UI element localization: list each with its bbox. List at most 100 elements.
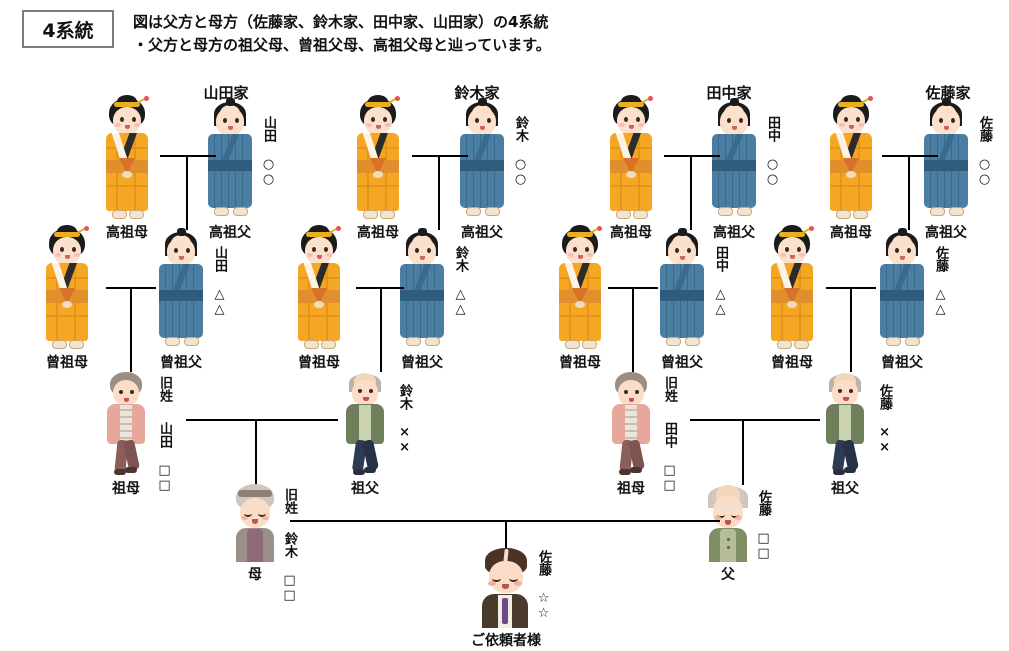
modern-woman-figure bbox=[605, 372, 657, 476]
person-name-tanaka-sankaku: 田中 △△ bbox=[713, 246, 729, 317]
person-name-yamada-maru: 山田 ○○ bbox=[261, 116, 277, 187]
person-client: ご依頼者様 佐藤 ☆☆ bbox=[471, 548, 551, 649]
person-name-yamada-sankaku: 山田 △△ bbox=[212, 246, 228, 317]
maiden-name-label: 旧姓 bbox=[282, 488, 298, 514]
person-name-yamada-shikaku: 山田 □□ bbox=[157, 422, 173, 493]
edo-man-figure bbox=[919, 98, 973, 220]
person-label: 曾祖母 bbox=[771, 355, 813, 371]
person-label: 曾祖母 bbox=[559, 355, 601, 371]
descent-line-suzuki-g3 bbox=[380, 287, 382, 372]
descent-line-tanaka-g3 bbox=[632, 287, 634, 372]
person-label: 父 bbox=[721, 567, 735, 583]
person-mother: 母 旧姓 鈴木 □□ bbox=[227, 484, 297, 603]
person-label: 高祖父 bbox=[713, 225, 755, 241]
edo-man-figure bbox=[154, 228, 208, 350]
marriage-line-suzuki-g4 bbox=[412, 155, 468, 157]
person-label: 高祖父 bbox=[461, 225, 503, 241]
person-sato-sosofu: 曾祖父 佐藤 △△ bbox=[875, 228, 948, 371]
person-tanaka-kousobo: 高祖母 bbox=[604, 95, 658, 241]
mother-bust-figure bbox=[227, 484, 283, 562]
person-label: 曾祖父 bbox=[881, 355, 923, 371]
person-sato-sosobo: 曾祖母 bbox=[765, 225, 819, 371]
description-line-2: ・父方と母方の祖父母、曾祖父母、高祖父母と辿っています。 bbox=[133, 36, 551, 55]
family-title-suzuki: 鈴木家 bbox=[454, 84, 500, 102]
description-line-1: 図は父方と母方（佐藤家、鈴木家、田中家、山田家）の4系統 bbox=[133, 13, 549, 31]
series-count-label: 4系統 bbox=[42, 19, 94, 42]
person-yamada-kousobo: 高祖母 bbox=[100, 95, 154, 241]
diagram-description: 図は父方と母方（佐藤家、鈴木家、田中家、山田家）の4系統 ・父方と母方の祖父母、… bbox=[133, 11, 693, 58]
descent-line-maternal-g2 bbox=[255, 419, 257, 485]
family-title-sato: 佐藤家 bbox=[925, 84, 971, 102]
edo-man-figure bbox=[455, 98, 509, 220]
person-suzuki-kousofu: 高祖父 鈴木 ○○ bbox=[455, 98, 528, 241]
maiden-name-label: 旧姓 bbox=[157, 376, 173, 402]
person-label: 高祖母 bbox=[610, 225, 652, 241]
person-sato-kousofu: 高祖父 佐藤 ○○ bbox=[919, 98, 992, 241]
maiden-name-label: 旧姓 bbox=[662, 376, 678, 402]
person-paternal-sofu: 祖父 佐藤 ×× bbox=[819, 372, 892, 497]
descent-line-sato-g3 bbox=[850, 287, 852, 372]
family-title-tanaka: 田中家 bbox=[706, 84, 752, 102]
edo-woman-figure bbox=[351, 95, 405, 220]
person-yamada-kousofu: 高祖父 山田 ○○ bbox=[203, 98, 276, 241]
person-label: 祖父 bbox=[831, 481, 859, 497]
person-name-sato-shikaku: 佐藤 □□ bbox=[756, 490, 772, 561]
modern-man-figure bbox=[819, 372, 871, 476]
edo-woman-figure bbox=[604, 95, 658, 220]
edo-man-figure bbox=[707, 98, 761, 220]
person-label: 祖母 bbox=[617, 481, 645, 497]
person-name-suzuki-shikaku: 鈴木 □□ bbox=[282, 532, 298, 603]
person-maternal-sobo: 祖母 旧姓 山田 □□ bbox=[100, 372, 172, 497]
series-count-badge: 4系統 bbox=[22, 10, 114, 48]
person-maternal-sofu: 祖父 鈴木 ×× bbox=[339, 372, 412, 497]
edo-woman-figure bbox=[100, 95, 154, 220]
descent-line-sato-g4 bbox=[908, 155, 910, 230]
person-name-sato-batsu: 佐藤 ×× bbox=[877, 384, 893, 455]
marriage-line-tanaka-g4 bbox=[664, 155, 720, 157]
person-suzuki-kousobo: 高祖母 bbox=[351, 95, 405, 241]
person-label: 曾祖父 bbox=[661, 355, 703, 371]
person-name-tanaka-shikaku: 田中 □□ bbox=[662, 422, 678, 493]
edo-woman-figure bbox=[553, 225, 607, 350]
marriage-line-maternal-g2 bbox=[186, 419, 338, 421]
person-name-sato-sankaku: 佐藤 △△ bbox=[933, 246, 949, 317]
person-tanaka-kousofu: 高祖父 田中 ○○ bbox=[707, 98, 780, 241]
descent-line-paternal-g2 bbox=[742, 419, 744, 485]
person-label: 祖父 bbox=[351, 481, 379, 497]
descent-line-yamada-g4 bbox=[186, 155, 188, 230]
edo-man-figure bbox=[655, 228, 709, 350]
marriage-line-paternal-g2 bbox=[690, 419, 820, 421]
client-bust-figure bbox=[476, 548, 536, 628]
family-title-yamada: 山田家 bbox=[203, 84, 249, 102]
person-name-suzuki-maru: 鈴木 ○○ bbox=[513, 116, 529, 187]
person-label: 母 bbox=[248, 567, 262, 583]
marriage-line-yamada-g4 bbox=[160, 155, 216, 157]
person-yamada-sosobo: 曾祖母 bbox=[40, 225, 94, 371]
edo-woman-figure bbox=[40, 225, 94, 350]
person-label: 高祖父 bbox=[925, 225, 967, 241]
edo-woman-figure bbox=[765, 225, 819, 350]
person-suzuki-sosofu: 曾祖父 鈴木 △△ bbox=[395, 228, 468, 371]
person-father: 父 佐藤 □□ bbox=[700, 484, 771, 583]
person-label: 高祖母 bbox=[357, 225, 399, 241]
person-tanaka-sosofu: 曾祖父 田中 △△ bbox=[655, 228, 728, 371]
descent-line-tanaka-g4 bbox=[690, 155, 692, 230]
person-label: 曾祖母 bbox=[298, 355, 340, 371]
person-label: ご依頼者様 bbox=[471, 633, 541, 649]
person-label: 高祖父 bbox=[209, 225, 251, 241]
person-name-suzuki-batsu: 鈴木 ×× bbox=[397, 384, 413, 455]
descent-line-suzuki-g4 bbox=[438, 155, 440, 230]
person-label: 高祖母 bbox=[106, 225, 148, 241]
edo-man-figure bbox=[395, 228, 449, 350]
person-label: 高祖母 bbox=[830, 225, 872, 241]
person-name-sato-hoshi: 佐藤 ☆☆ bbox=[536, 550, 552, 621]
modern-woman-figure bbox=[100, 372, 152, 476]
descent-line-client bbox=[505, 520, 507, 550]
father-bust-figure bbox=[700, 484, 756, 562]
person-label: 曾祖母 bbox=[46, 355, 88, 371]
person-sato-kousobo: 高祖母 bbox=[824, 95, 878, 241]
person-name-tanaka-maru: 田中 ○○ bbox=[765, 116, 781, 187]
person-name-suzuki-sankaku: 鈴木 △△ bbox=[453, 246, 469, 317]
person-name-sato-maru: 佐藤 ○○ bbox=[977, 116, 993, 187]
person-suzuki-sosobo: 曾祖母 bbox=[292, 225, 346, 371]
